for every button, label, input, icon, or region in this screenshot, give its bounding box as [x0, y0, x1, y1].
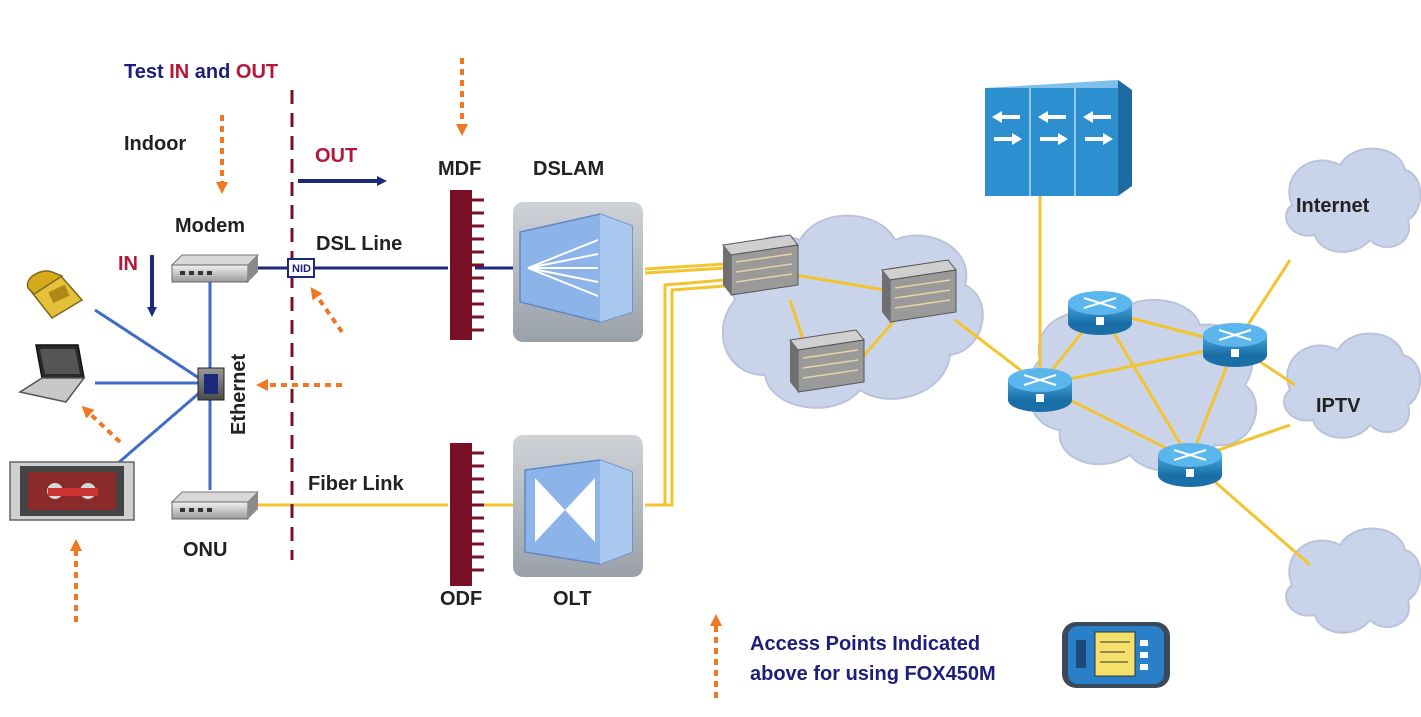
indoor-label: Indoor [124, 133, 186, 155]
iptv-label: IPTV [1316, 395, 1361, 417]
access-arrow-laptop [81, 405, 122, 444]
modem-device [170, 254, 260, 283]
out-label: OUT [315, 145, 357, 167]
gigabit-switch-3 [789, 329, 865, 393]
gigabit-switch-1 [722, 234, 799, 296]
internet-cloud [1285, 147, 1421, 253]
router-1 [1008, 368, 1072, 412]
test-in-out-title: Test IN and OUT [124, 61, 278, 83]
iptv-cloud [1283, 332, 1421, 439]
onu-device [170, 491, 260, 520]
gigabit-switch-2 [881, 259, 957, 323]
ethernet-lines [94, 282, 212, 490]
dslam-label: DSLAM [533, 158, 604, 180]
ethernet-switch [197, 367, 225, 401]
mdf-frame [450, 190, 484, 340]
access-arrows [70, 58, 722, 698]
phone-icon [26, 270, 84, 319]
laptop-icon [18, 344, 86, 403]
unlabeled-cloud [1285, 527, 1421, 634]
odf-frame [450, 443, 484, 586]
mdf-label: MDF [438, 158, 481, 180]
dslam-device [513, 202, 643, 342]
nid-label: NID [292, 263, 311, 275]
olt-device [513, 435, 643, 577]
router-4 [1158, 443, 1222, 487]
legend-line-2: above for using FOX450M [750, 663, 996, 685]
core-switch [985, 80, 1132, 196]
legend: Access Points Indicated above for using … [750, 633, 996, 685]
router-3 [1203, 323, 1267, 367]
in-label: IN [118, 253, 138, 275]
dsl-line-label: DSL Line [316, 233, 402, 255]
internet-label: Internet [1296, 195, 1370, 217]
tv-icon [9, 461, 135, 521]
nid-box: NID [287, 258, 315, 278]
odf-label: ODF [440, 588, 482, 610]
fiber-link-label: Fiber Link [308, 473, 404, 495]
access-arrow-nid [310, 287, 344, 334]
onu-label: ONU [183, 539, 227, 561]
router-2 [1068, 291, 1132, 335]
modem-label: Modem [175, 215, 245, 237]
olt-label: OLT [553, 588, 592, 610]
ethernet-label: Ethernet [228, 354, 250, 435]
fox450m-device-icon [1062, 622, 1170, 688]
legend-line-1: Access Points Indicated [750, 633, 980, 655]
